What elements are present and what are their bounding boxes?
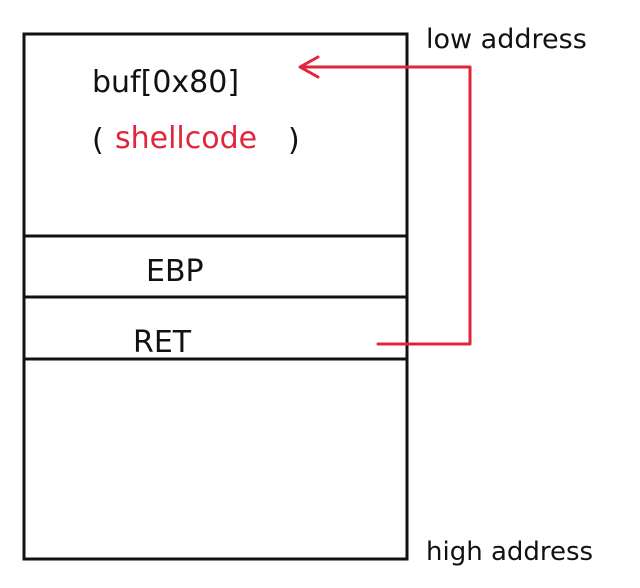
buf-label: buf[0x80] [92,65,239,100]
low-address-label: low address [426,24,587,55]
ebp-label: EBP [146,254,204,289]
arrow-head [298,55,320,79]
high-address-label: high address [426,537,593,567]
paren-close: ) [288,123,300,158]
paren-open: ( [92,123,104,158]
shellcode-label: shellcode [115,121,257,156]
ret-label: RET [133,325,192,360]
return-pointer-arrow [300,65,472,346]
